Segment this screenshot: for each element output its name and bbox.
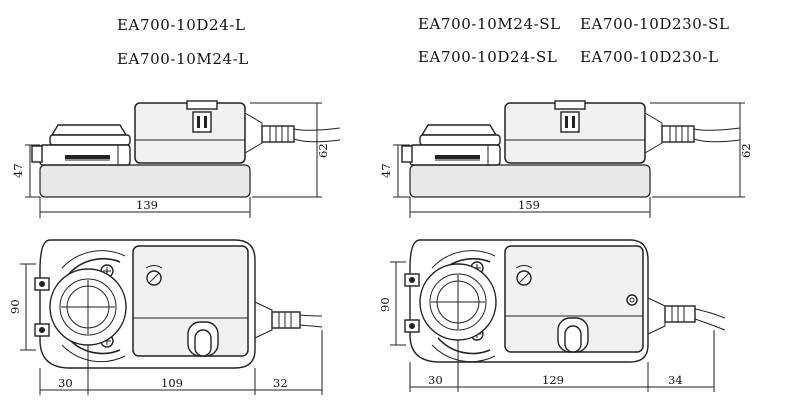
actuator-body bbox=[134, 102, 246, 164]
dim-seg-b: 109 bbox=[161, 376, 183, 390]
shaft-clamp bbox=[401, 124, 501, 166]
shaft-adaptor bbox=[419, 263, 497, 341]
terminal-screw-icon bbox=[404, 273, 420, 333]
terminal-screw-icon bbox=[34, 277, 50, 337]
dim-length: 139 bbox=[136, 198, 158, 212]
model-label-right-2: EA700-10D230-SL bbox=[580, 15, 730, 33]
model-label-left-1: EA700-10D24-L bbox=[117, 16, 246, 34]
dim-width: 90 bbox=[8, 299, 22, 314]
shaft-adaptor bbox=[49, 268, 127, 346]
model-label-right-3: EA700-10D24-SL bbox=[418, 48, 557, 66]
base-plate bbox=[39, 164, 251, 198]
model-label-right-1: EA700-10M24-SL bbox=[418, 15, 561, 33]
adjust-screw-icon bbox=[145, 265, 163, 286]
dim-height-total: 62 bbox=[739, 143, 753, 158]
terminal-screw-icon bbox=[197, 116, 207, 128]
cable-gland-icon bbox=[647, 297, 726, 335]
shaft-clamp bbox=[31, 124, 131, 166]
dim-seg-a: 30 bbox=[58, 376, 73, 390]
dim-length: 159 bbox=[518, 198, 540, 212]
dim-height-total: 62 bbox=[316, 143, 330, 158]
release-button-icon bbox=[187, 321, 219, 357]
model-label-left-2: EA700-10M24-L bbox=[117, 50, 249, 68]
cable-gland-icon bbox=[254, 301, 323, 339]
cable-gland-icon bbox=[244, 112, 341, 154]
dim-height-small: 47 bbox=[379, 163, 393, 178]
adjust-screw-icon bbox=[626, 294, 638, 306]
right-top-view: 90 30 129 34 bbox=[378, 239, 726, 392]
dim-seg-c: 34 bbox=[668, 373, 683, 387]
dim-width: 90 bbox=[378, 297, 392, 312]
release-button-icon bbox=[557, 317, 589, 353]
dim-seg-b: 129 bbox=[542, 373, 564, 387]
dim-seg-a: 30 bbox=[428, 373, 443, 387]
cover-box bbox=[132, 245, 249, 357]
dim-seg-c: 32 bbox=[273, 376, 288, 390]
base-plate bbox=[409, 164, 651, 198]
dim-height-small: 47 bbox=[11, 163, 25, 178]
adjust-screw-icon bbox=[515, 265, 533, 286]
right-side-view: 47 62 159 bbox=[379, 100, 753, 218]
left-top-view: 90 30 109 32 bbox=[8, 239, 323, 395]
model-label-right-4: EA700-10D230-L bbox=[580, 48, 719, 66]
terminal-screw-icon bbox=[565, 116, 575, 128]
left-side-view: 47 62 139 bbox=[11, 100, 341, 218]
cable-gland-icon bbox=[644, 112, 741, 154]
